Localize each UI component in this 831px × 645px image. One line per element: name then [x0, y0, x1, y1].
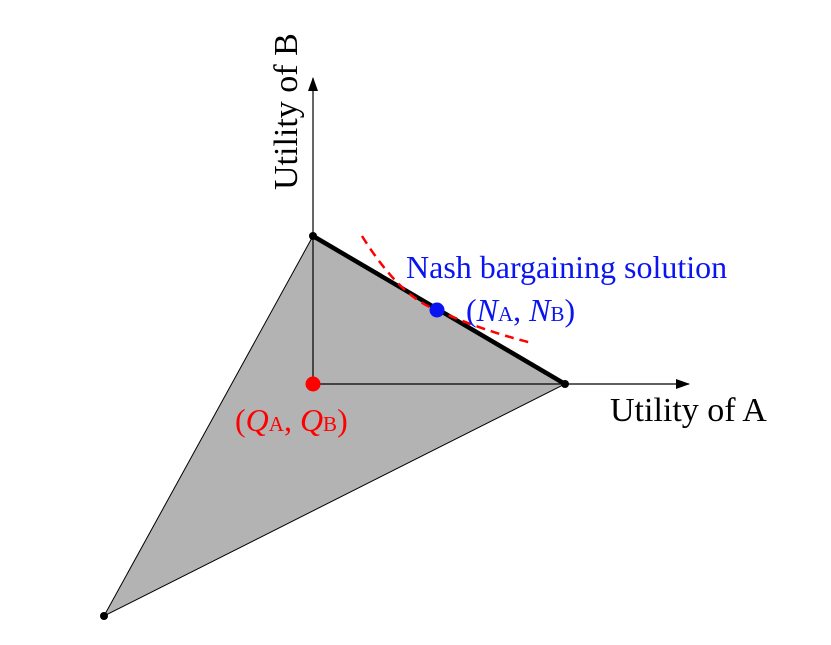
nash-solution-label: Nash bargaining solution [406, 249, 727, 285]
nash-point-marker [429, 302, 445, 318]
x-axis-label: Utility of A [610, 392, 767, 429]
disagreement-point-label: (QA, QB) [235, 402, 348, 438]
vertex-top [309, 232, 317, 240]
y-axis-label: Utility of B [268, 33, 305, 190]
disagreement-point-marker [305, 376, 321, 392]
vertex-bottom-left [100, 612, 108, 620]
vertex-right [561, 380, 569, 388]
nash-point-label: (NA, NB) [466, 292, 575, 328]
